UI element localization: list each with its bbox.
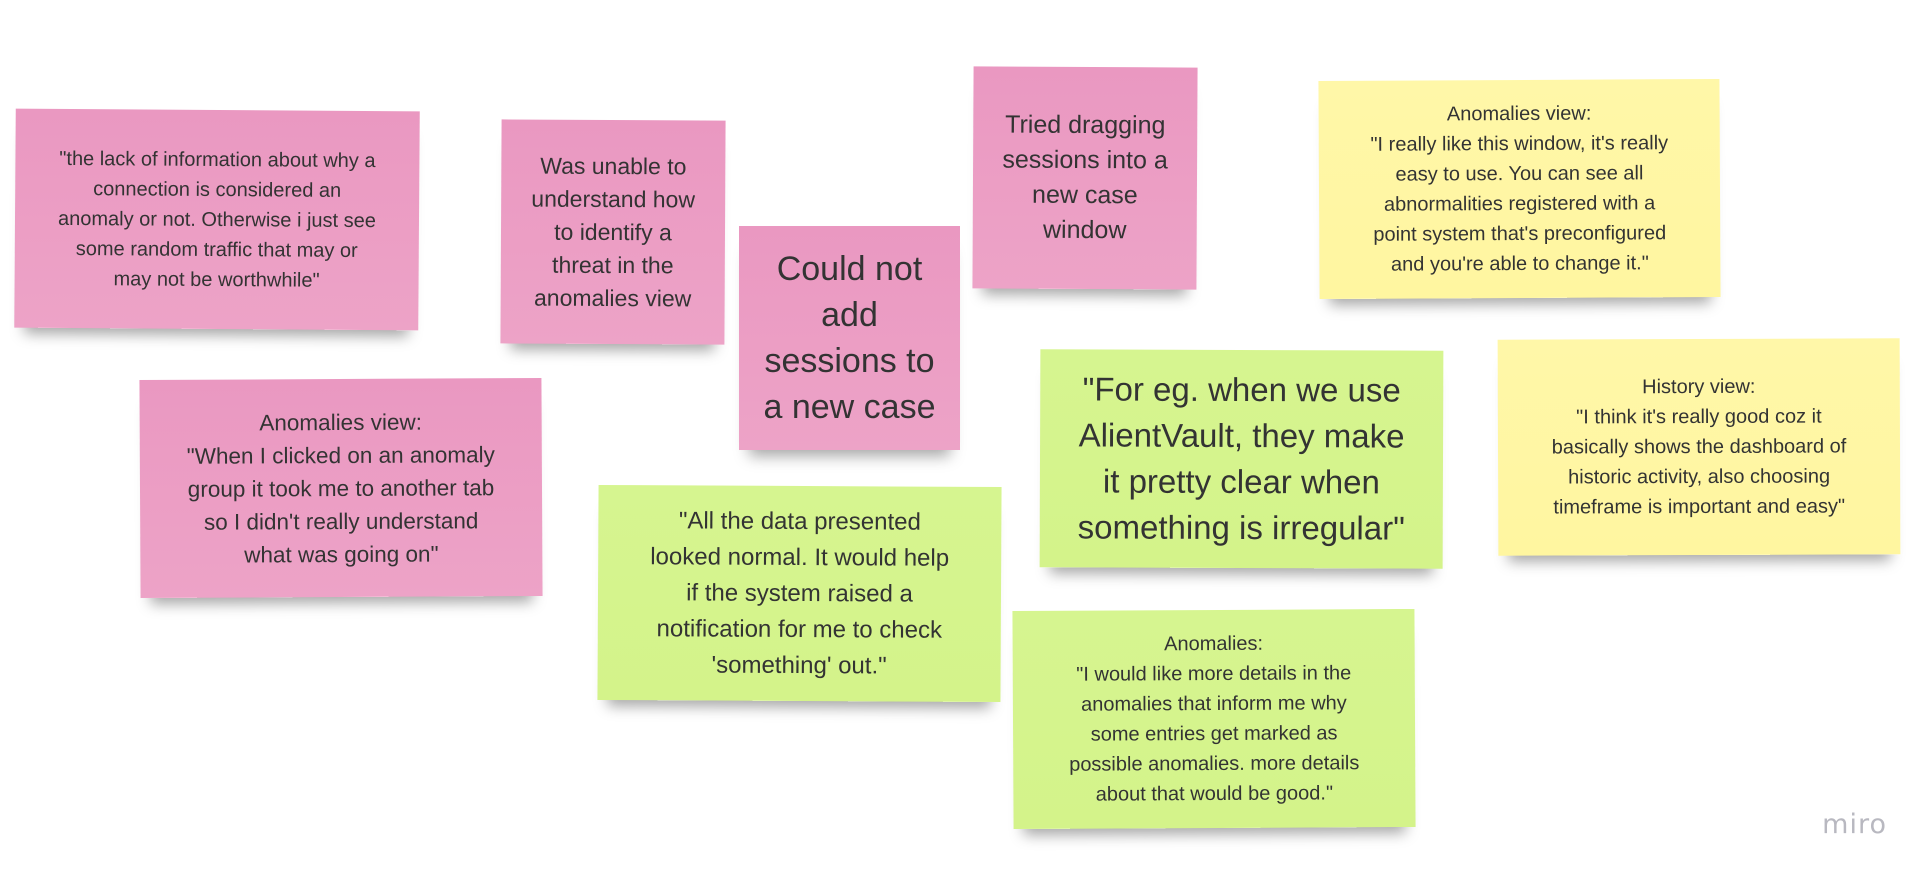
sticky-note-text: Tried dragging sessions into a new case … [1002, 110, 1168, 245]
sticky-note-text: Anomalies view: "When I clicked on an an… [186, 409, 495, 568]
sticky-note-could-not-add-sessions[interactable]: Could not add sessions to a new case [739, 226, 960, 450]
sticky-note-text: Was unable to understand how to identify… [531, 152, 696, 311]
sticky-note-history-view[interactable]: History view: "I think it's really good … [1497, 338, 1901, 556]
sticky-note-anomalies-view-positive[interactable]: Anomalies view: "I really like this wind… [1318, 78, 1721, 300]
sticky-note-unable-to-identify-threat[interactable]: Was unable to understand how to identify… [500, 119, 726, 345]
sticky-note-text: Anomalies: "I would like more details in… [1069, 632, 1360, 806]
sticky-note-lack-of-information[interactable]: "the lack of information about why a con… [14, 108, 420, 331]
miro-watermark-logo: miro [1822, 809, 1887, 840]
sticky-note-text: "the lack of information about why a con… [57, 147, 377, 292]
sticky-note-text: "All the data presented looked normal. I… [650, 506, 950, 679]
sticky-note-tried-dragging-sessions[interactable]: Tried dragging sessions into a new case … [972, 66, 1198, 290]
sticky-note-text: Anomalies view: "I really like this wind… [1370, 102, 1669, 276]
sticky-note-notification-request[interactable]: "All the data presented looked normal. I… [597, 484, 1002, 703]
sticky-note-anomalies-view-confusing-tab[interactable]: Anomalies view: "When I clicked on an an… [139, 377, 543, 599]
sticky-note-text: History view: "I think it's really good … [1551, 375, 1847, 519]
sticky-note-text: Could not add sessions to a new case [763, 250, 936, 426]
sticky-note-alientvault-comparison[interactable]: "For eg. when we use AlientVault, they m… [1039, 349, 1444, 569]
sticky-note-anomalies-more-details[interactable]: Anomalies: "I would like more details in… [1012, 608, 1416, 830]
sticky-note-text: "For eg. when we use AlientVault, they m… [1077, 370, 1405, 547]
